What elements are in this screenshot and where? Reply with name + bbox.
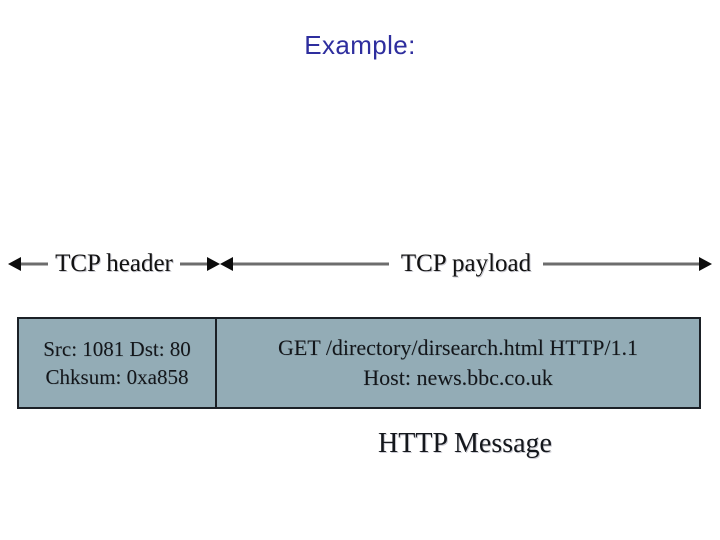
packet-diagram: Src: 1081 Dst: 80 Chksum: 0xa858 GET /di… <box>17 317 701 409</box>
measurement-band: TCP header TCP payload <box>0 238 720 290</box>
tcp-payload-measure: TCP payload <box>220 238 712 290</box>
page-title: Example: <box>304 30 416 60</box>
tcp-header-line-2: Chksum: 0xa858 <box>45 365 189 389</box>
tcp-header-label-text: TCP header <box>48 250 180 277</box>
tcp-header-label: TCP header <box>8 238 220 290</box>
tcp-payload-cell: GET /directory/dirsearch.html HTTP/1.1 H… <box>217 319 699 407</box>
tcp-payload-line-1: GET /directory/dirsearch.html HTTP/1.1 <box>277 335 639 361</box>
tcp-header-measure: TCP header <box>8 238 220 290</box>
tcp-header-line-1: Src: 1081 Dst: 80 <box>43 336 191 361</box>
tcp-header-cell: Src: 1081 Dst: 80 Chksum: 0xa858 <box>19 319 217 407</box>
tcp-payload-line-2: Host: news.bbc.co.uk <box>363 365 553 390</box>
tcp-payload-label: TCP payload <box>220 238 712 290</box>
packet-caption: HTTP Message <box>378 428 552 459</box>
tcp-payload-label-text: TCP payload <box>388 250 544 277</box>
